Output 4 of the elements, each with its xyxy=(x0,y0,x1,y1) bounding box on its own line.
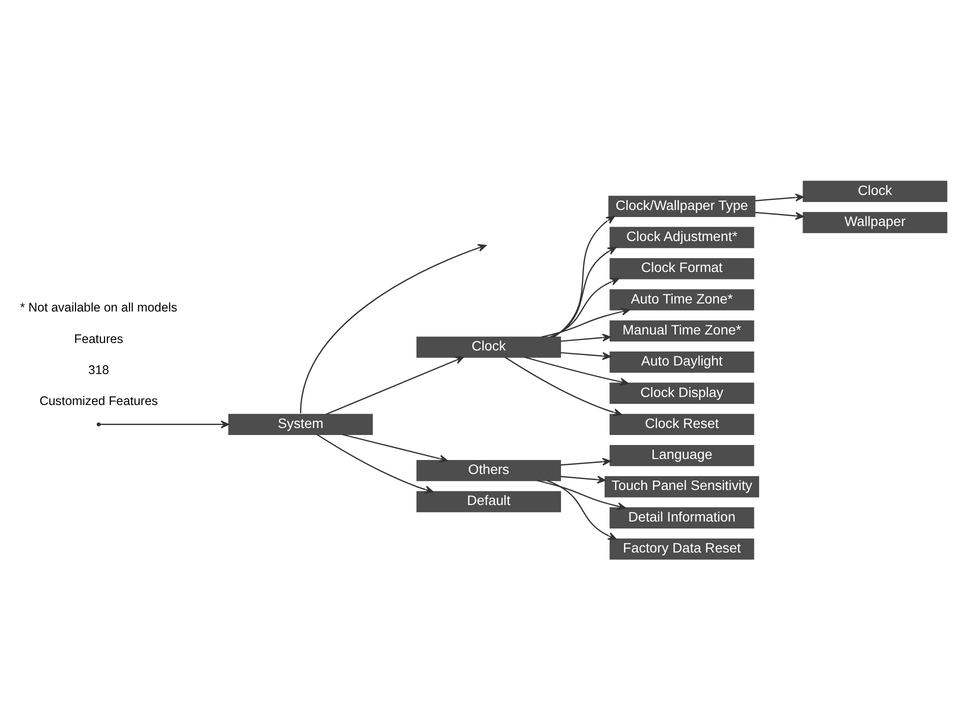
label: Customized Features xyxy=(39,394,158,408)
label: * Not available on all models xyxy=(20,300,178,314)
label: 318 xyxy=(88,362,110,376)
label: Features xyxy=(74,331,124,346)
